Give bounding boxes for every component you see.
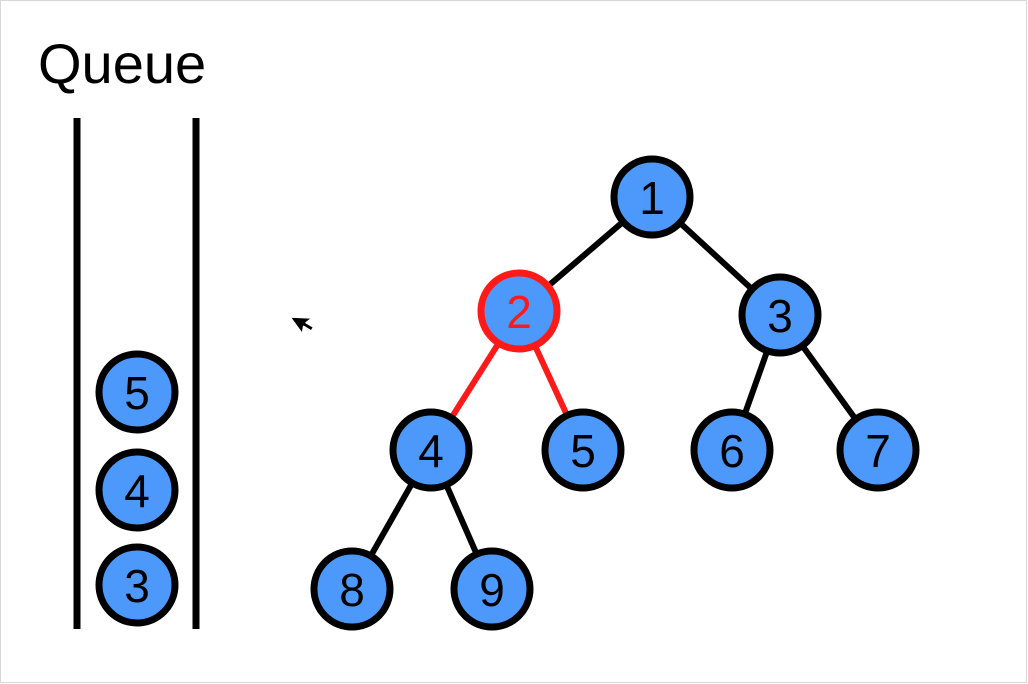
queue-rails-layer bbox=[73, 118, 200, 629]
tree-node-2[interactable]: 2 bbox=[477, 269, 561, 353]
tree-nodes-layer: 1 2 3 4 5 6 7 8 9 bbox=[310, 155, 920, 631]
tree-node-circle[interactable] bbox=[836, 408, 920, 492]
tree-edge-n1-n2 bbox=[544, 218, 627, 290]
tree-node-circle[interactable] bbox=[450, 547, 534, 631]
tree-node-label: 2 bbox=[506, 286, 532, 338]
queue-item-5[interactable]: 5 bbox=[95, 350, 179, 434]
tree-node-label: 8 bbox=[339, 564, 365, 616]
tree-edge-n4-n9 bbox=[442, 481, 481, 558]
tree-node-circle[interactable] bbox=[610, 155, 694, 239]
tree-node-6[interactable]: 6 bbox=[690, 408, 774, 492]
tree-node-label: 6 bbox=[719, 425, 745, 477]
tree-node-5[interactable]: 5 bbox=[541, 408, 625, 492]
tree-node-circle[interactable] bbox=[310, 547, 394, 631]
tree-node-4[interactable]: 4 bbox=[389, 408, 473, 492]
tree-node-circle[interactable] bbox=[477, 269, 561, 353]
tree-node-circle[interactable] bbox=[389, 408, 473, 492]
queue-item-3[interactable]: 3 bbox=[95, 543, 179, 627]
tree-node-label: 7 bbox=[865, 425, 891, 477]
tree-edges-layer bbox=[367, 218, 860, 560]
queue-item-circle[interactable] bbox=[95, 350, 179, 434]
tree-edge-n2-n5 bbox=[531, 342, 571, 419]
queue-items-layer: 5 4 3 bbox=[95, 350, 179, 627]
tree-edge-n3-n7 bbox=[798, 342, 860, 423]
queue-item-label: 3 bbox=[124, 560, 150, 612]
tree-edge-n3-n6 bbox=[741, 347, 771, 418]
tree-node-label: 9 bbox=[479, 564, 505, 616]
queue-item-circle[interactable] bbox=[95, 448, 179, 532]
tree-edge-n1-n3 bbox=[676, 219, 756, 293]
tree-node-3[interactable]: 3 bbox=[738, 273, 822, 357]
queue-item-circle[interactable] bbox=[95, 543, 179, 627]
tree-node-circle[interactable] bbox=[690, 408, 774, 492]
queue-title: Queue bbox=[38, 32, 207, 95]
tree-node-label: 5 bbox=[570, 425, 596, 477]
tree-edge-n4-n8 bbox=[367, 479, 416, 560]
tree-node-circle[interactable] bbox=[541, 408, 625, 492]
tree-edge-n2-n4 bbox=[447, 339, 503, 422]
queue-item-4[interactable]: 4 bbox=[95, 448, 179, 532]
tree-node-label: 4 bbox=[418, 425, 444, 477]
tree-node-7[interactable]: 7 bbox=[836, 408, 920, 492]
tree-node-label: 1 bbox=[639, 172, 665, 224]
tree-node-9[interactable]: 9 bbox=[450, 547, 534, 631]
tree-node-circle[interactable] bbox=[738, 273, 822, 357]
queue-item-label: 4 bbox=[124, 465, 150, 517]
queue-item-label: 5 bbox=[124, 367, 150, 419]
tree-node-1[interactable]: 1 bbox=[610, 155, 694, 239]
tree-node-8[interactable]: 8 bbox=[310, 547, 394, 631]
tree-node-label: 3 bbox=[767, 290, 793, 342]
